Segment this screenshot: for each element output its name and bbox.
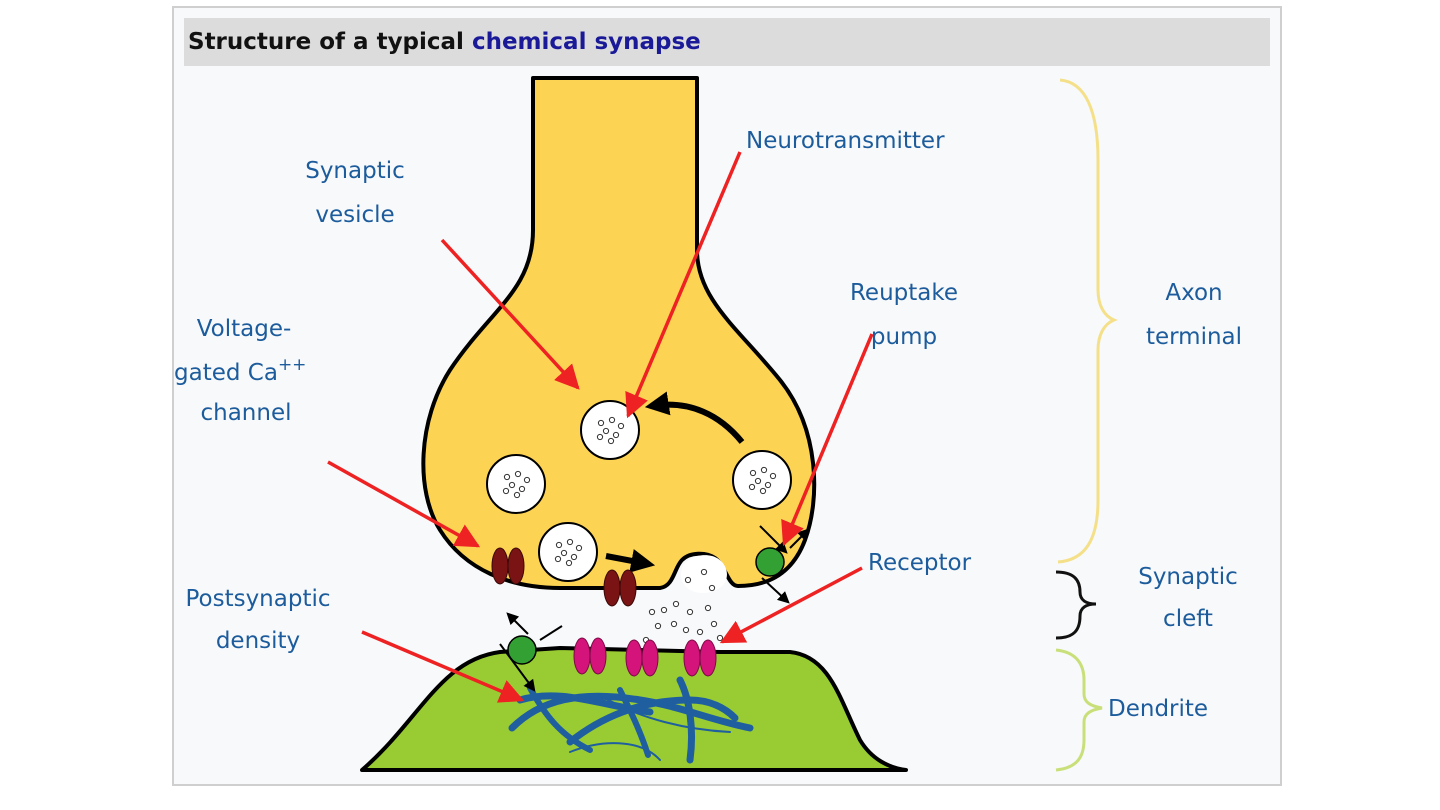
label-reuptake-pump-line2: pump: [871, 324, 937, 350]
label-reuptake-pump-line1: Reuptake: [850, 280, 958, 306]
axon-terminal-brace: [1058, 80, 1114, 562]
label-neurotransmitter: Neurotransmitter: [746, 128, 945, 154]
synaptic-vesicle: [487, 455, 545, 513]
label-axon-terminal-line1: Axon: [1165, 280, 1222, 306]
label-voltage-channel-line2: gated Ca++: [174, 355, 306, 386]
label-synaptic-vesicle-line1: Synaptic: [305, 158, 405, 184]
label-synaptic-cleft-line1: Synaptic: [1138, 564, 1238, 590]
axon-terminal-shape: [423, 78, 814, 588]
label-receptor: Receptor: [868, 550, 972, 576]
synaptic-vesicle: [539, 523, 597, 581]
label-postsynaptic-density-line2: density: [216, 628, 300, 654]
label-synaptic-cleft-line2: cleft: [1163, 606, 1213, 632]
synaptic-vesicle: [733, 451, 791, 509]
label-dendrite: Dendrite: [1108, 696, 1208, 722]
synaptic-cleft-brace: [1056, 572, 1096, 638]
label-voltage-channel-line3: channel: [200, 400, 291, 426]
dendrite-brace: [1056, 650, 1102, 770]
label-axon-terminal-line2: terminal: [1146, 324, 1242, 350]
label-synaptic-vesicle-line2: vesicle: [315, 202, 394, 228]
label-voltage-channel-line1: Voltage-: [197, 316, 292, 342]
label-postsynaptic-density-line1: Postsynaptic: [185, 586, 330, 612]
